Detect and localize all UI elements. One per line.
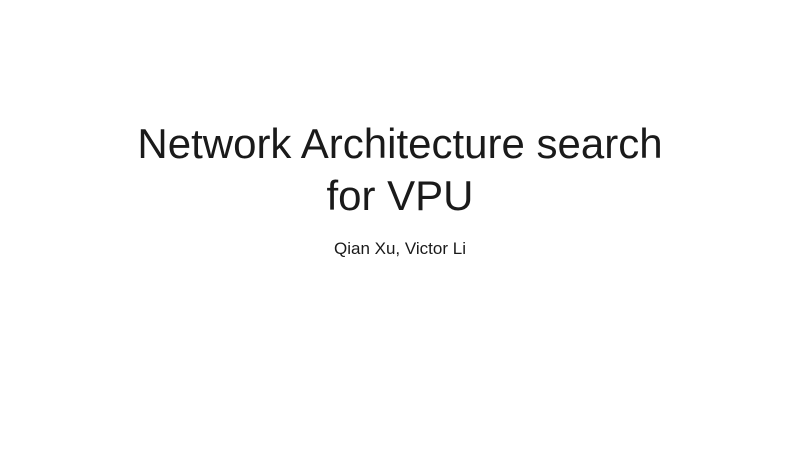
slide-title-line-1: Network Architecture search bbox=[137, 120, 663, 167]
slide-title: Network Architecture search for VPU bbox=[60, 118, 740, 222]
slide-authors: Qian Xu, Victor Li bbox=[334, 239, 466, 258]
slide-title-line-2: for VPU bbox=[326, 172, 474, 219]
